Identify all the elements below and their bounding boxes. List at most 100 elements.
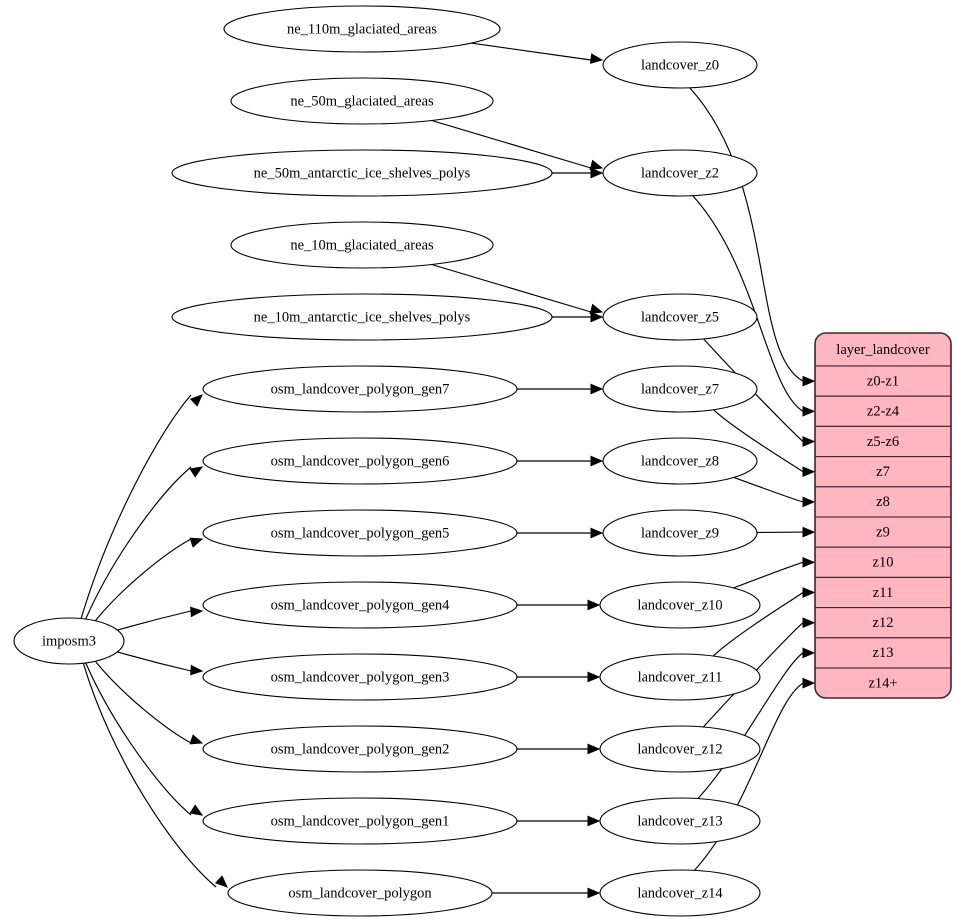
node-osm_landcover_polygon[interactable]: osm_landcover_polygon xyxy=(227,869,493,917)
edge-arrowhead xyxy=(802,526,816,538)
node-imposm3[interactable]: imposm3 xyxy=(13,617,125,665)
edge-arrowhead xyxy=(587,887,601,899)
edge-arrowhead xyxy=(802,466,816,478)
node-landcover_z7[interactable]: landcover_z7 xyxy=(602,365,758,413)
edge-arrowhead xyxy=(587,815,601,827)
edge-arrowhead xyxy=(590,167,604,179)
edge-arrowhead xyxy=(802,496,816,508)
node-landcover_z12[interactable]: landcover_z12 xyxy=(599,725,761,773)
edge-ne110m-to-z0 xyxy=(471,42,592,61)
edge-arrowhead xyxy=(190,606,204,618)
edge-imposm3-to-osm_landcover_polygon_gen3 xyxy=(117,651,192,672)
node-label: landcover_z9 xyxy=(641,525,719,541)
table-row-label: z11 xyxy=(873,585,893,601)
table-row-z9[interactable] xyxy=(815,516,951,548)
node-ellipse xyxy=(202,437,518,485)
edge-arrowhead xyxy=(589,53,604,64)
edge-landcover_z5-to-table-row-z5-z6 xyxy=(703,338,804,442)
table-row-label: z14+ xyxy=(868,675,897,691)
node-label: ne_50m_glaciated_areas xyxy=(290,93,434,109)
node-ellipse xyxy=(202,509,518,557)
node-landcover_z10[interactable]: landcover_z10 xyxy=(599,581,761,629)
node-osm_landcover_polygon_gen2[interactable]: osm_landcover_polygon_gen2 xyxy=(202,725,518,773)
table-body: layer_landcoverz0-z1z2-z4z5-z6z7z8z9z10z… xyxy=(815,333,951,698)
edge-landcover_z13-to-table-row-z13 xyxy=(697,652,804,799)
node-osm_landcover_polygon_gen1[interactable]: osm_landcover_polygon_gen1 xyxy=(202,797,518,845)
edge-arrowhead xyxy=(590,311,604,323)
node-ellipse xyxy=(227,869,493,917)
edge-arrowhead xyxy=(189,734,204,745)
edge-arrowhead xyxy=(590,527,604,539)
node-ellipse xyxy=(602,41,758,89)
node-label: ne_10m_antarctic_ice_shelves_polys xyxy=(254,309,471,325)
edge-arrowhead xyxy=(802,556,816,568)
node-landcover_z11[interactable]: landcover_z11 xyxy=(599,653,761,701)
table-row-z12[interactable] xyxy=(815,607,951,639)
node-ellipse xyxy=(230,221,494,269)
table-row-z14+[interactable] xyxy=(815,667,951,698)
node-ellipse xyxy=(599,653,761,701)
table-row-label: z13 xyxy=(873,645,894,661)
table-row-label: z7 xyxy=(876,464,890,480)
node-layer: imposm3 ne_110m_glaciated_areas ne_50m_gla… xyxy=(13,5,761,917)
node-landcover_z2[interactable]: landcover_z2 xyxy=(602,149,758,197)
edge-landcover_z14-to-table-row-z14+ xyxy=(693,682,804,871)
node-ne_50m_antarctic_ice_shelves_polys[interactable]: ne_50m_antarctic_ice_shelves_polys xyxy=(171,149,553,197)
node-landcover_z8[interactable]: landcover_z8 xyxy=(602,437,758,485)
table-row-z8[interactable] xyxy=(815,486,951,518)
node-label: landcover_z11 xyxy=(638,669,723,685)
edge-arrowhead xyxy=(590,383,604,395)
edge-landcover_z12-to-table-row-z12 xyxy=(702,622,804,728)
node-landcover_z5[interactable]: landcover_z5 xyxy=(602,293,758,341)
node-landcover_z14[interactable]: landcover_z14 xyxy=(599,869,761,917)
edge-arrowhead xyxy=(802,405,816,417)
node-label: landcover_z8 xyxy=(641,453,719,469)
node-ne_50m_glaciated_areas[interactable]: ne_50m_glaciated_areas xyxy=(230,77,494,125)
edge-ne10m-glaciated-to-z5 xyxy=(431,263,592,313)
node-ne_110m_glaciated_areas[interactable]: ne_110m_glaciated_areas xyxy=(223,5,501,53)
edge-arrowhead xyxy=(802,436,816,447)
node-landcover_z13[interactable]: landcover_z13 xyxy=(599,797,761,845)
edge-landcover_z10-to-table-row-z10 xyxy=(733,561,804,589)
node-osm_landcover_polygon_gen6[interactable]: osm_landcover_polygon_gen6 xyxy=(202,437,518,485)
node-osm_landcover_polygon_gen7[interactable]: osm_landcover_polygon_gen7 xyxy=(202,365,518,413)
node-ellipse xyxy=(202,725,518,773)
edge-arrowhead xyxy=(189,466,204,478)
node-label: osm_landcover_polygon_gen6 xyxy=(271,453,450,469)
node-landcover_z9[interactable]: landcover_z9 xyxy=(602,509,758,557)
node-label: osm_landcover_polygon xyxy=(288,885,432,901)
node-label: landcover_z12 xyxy=(637,741,722,757)
node-label: osm_landcover_polygon_gen4 xyxy=(271,597,451,613)
table-outline xyxy=(814,332,952,699)
edge-arrowhead xyxy=(590,455,604,467)
node-label: landcover_z7 xyxy=(641,381,719,397)
edge-arrowhead xyxy=(802,617,816,629)
node-osm_landcover_polygon_gen4[interactable]: osm_landcover_polygon_gen4 xyxy=(202,581,518,629)
table-row-z7[interactable] xyxy=(815,456,951,488)
node-label: osm_landcover_polygon_gen7 xyxy=(271,381,450,397)
node-ellipse xyxy=(202,581,518,629)
node-osm_landcover_polygon_gen3[interactable]: osm_landcover_polygon_gen3 xyxy=(202,653,518,701)
edge-landcover_z7-to-table-row-z7 xyxy=(713,409,804,473)
node-ellipse xyxy=(602,365,758,413)
node-label: ne_110m_glaciated_areas xyxy=(287,21,437,37)
node-ellipse xyxy=(171,149,553,197)
node-label: landcover_z2 xyxy=(641,165,719,181)
node-label: osm_landcover_polygon_gen5 xyxy=(271,525,450,541)
edge-landcover_z11-to-table-row-z11 xyxy=(712,592,804,657)
layer-landcover-table: layer_landcoverz0-z1z2-z4z5-z6z7z8z9z10z… xyxy=(814,332,952,699)
table-row-label: z8 xyxy=(876,494,890,510)
edge-arrowhead xyxy=(589,303,604,315)
edge-arrowhead xyxy=(587,743,601,755)
node-ne_10m_glaciated_areas[interactable]: ne_10m_glaciated_areas xyxy=(230,221,494,269)
edge-arrowhead xyxy=(802,677,816,689)
node-ellipse xyxy=(602,149,758,197)
edge-landcover_z8-to-table-row-z8 xyxy=(733,476,804,503)
node-osm_landcover_polygon_gen5[interactable]: osm_landcover_polygon_gen5 xyxy=(202,509,518,557)
node-ellipse xyxy=(13,617,125,665)
node-landcover_z0[interactable]: landcover_z0 xyxy=(602,41,758,89)
edge-imposm3-to-osm_landcover_polygon xyxy=(82,663,217,888)
node-ne_10m_antarctic_ice_shelves_polys[interactable]: ne_10m_antarctic_ice_shelves_polys xyxy=(171,293,553,341)
table-row-label: z10 xyxy=(873,555,894,571)
